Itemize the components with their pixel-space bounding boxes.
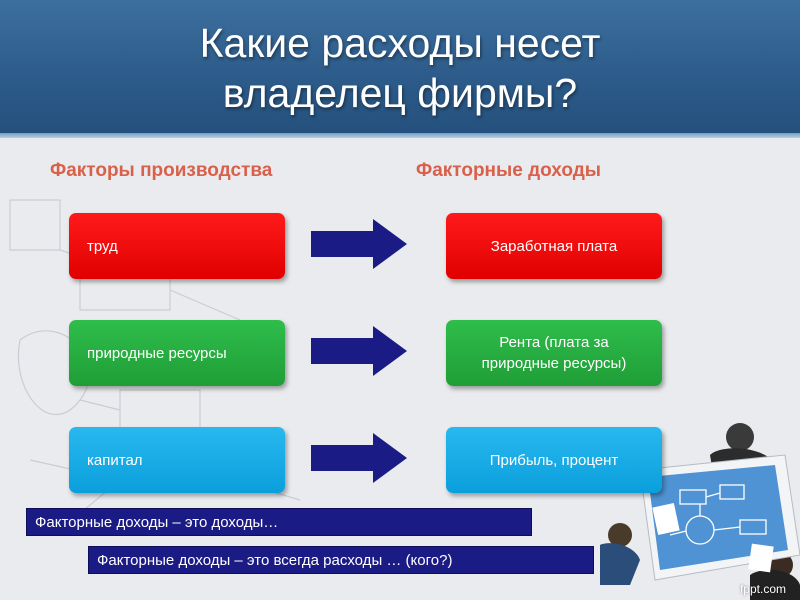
income-label-line-1: Рента (плата за bbox=[499, 334, 609, 351]
arrow-right-icon bbox=[311, 433, 407, 483]
factor-box-natural-resources: природные ресурсы bbox=[69, 320, 285, 386]
factor-incomes-heading: Факторные доходы bbox=[416, 160, 601, 182]
factor-box-labor: труд bbox=[69, 213, 285, 279]
income-label: Прибыль, процент bbox=[490, 450, 619, 471]
factor-label: труд bbox=[87, 236, 118, 257]
note-bar-definition: Факторные доходы – это доходы… bbox=[26, 508, 532, 536]
factor-label: природные ресурсы bbox=[87, 343, 227, 364]
slide-title-line-2: владелец фирмы? bbox=[0, 68, 800, 118]
income-box-profit-interest: Прибыль, процент bbox=[446, 427, 662, 493]
arrow-right-icon bbox=[311, 219, 407, 269]
note-bar-question: Факторные доходы – это всегда расходы … … bbox=[88, 546, 594, 574]
factor-label: капитал bbox=[87, 450, 143, 471]
income-box-rent: Рента (плата за природные ресурсы) bbox=[446, 320, 662, 386]
factors-of-production-heading: Факторы производства bbox=[50, 160, 272, 182]
income-box-wages: Заработная плата bbox=[446, 213, 662, 279]
slide-title: Какие расходы несет владелец фирмы? bbox=[0, 18, 800, 118]
income-label-line-2: природные ресурсы) bbox=[482, 355, 627, 372]
title-banner-underline bbox=[0, 133, 800, 138]
arrow-right-icon bbox=[311, 326, 407, 376]
slide-title-line-1: Какие расходы несет bbox=[0, 18, 800, 68]
fppt-watermark: fppt.com bbox=[740, 582, 786, 596]
income-label: Рента (плата за природные ресурсы) bbox=[482, 332, 627, 374]
factor-box-capital: капитал bbox=[69, 427, 285, 493]
income-label: Заработная плата bbox=[491, 236, 617, 257]
